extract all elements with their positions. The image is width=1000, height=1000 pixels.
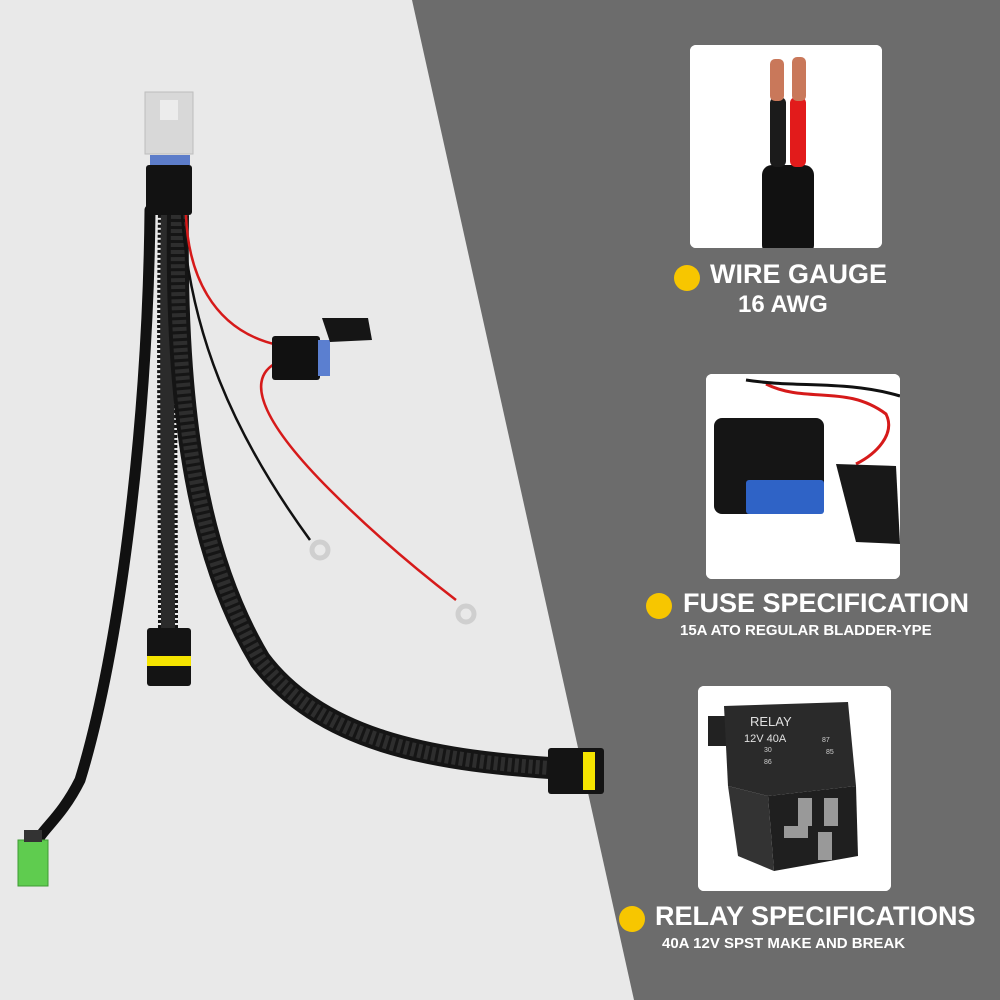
relay-label-line2: 12V 40A	[744, 733, 787, 745]
blue-fuse	[318, 340, 330, 376]
relay-top	[724, 702, 856, 796]
spec-subtitle: 15A ATO REGULAR BLADDER-YPE	[680, 622, 932, 639]
ground-wire	[180, 214, 312, 541]
yellow-bullet-icon	[646, 593, 672, 619]
fuse-red-wire	[765, 382, 891, 466]
heat-shrink-boot	[146, 165, 192, 215]
fuse-holder	[272, 336, 320, 380]
yellow-seal-left	[147, 656, 191, 666]
green-connector-wires	[24, 830, 42, 842]
wire-photo	[690, 45, 882, 248]
relay-pin	[818, 832, 832, 860]
relay-photo-card: RELAY 12V 40A 30 87 86 85	[698, 686, 891, 891]
spec-title: FUSE SPECIFICATION	[683, 588, 970, 618]
spec-title: RELAY SPECIFICATIONS	[655, 901, 976, 931]
connector-latch	[160, 100, 178, 120]
copper-strand-left	[770, 59, 784, 101]
fuse-holder-cap-open	[836, 464, 900, 544]
wire-photo-card	[690, 45, 882, 248]
green-connector	[17, 839, 49, 887]
yellow-bullet-icon	[674, 265, 700, 291]
relay-pin-label: 87	[822, 737, 830, 744]
relay-pin	[824, 798, 838, 826]
connector-wire-bundle	[150, 155, 190, 165]
corrugated-sleeve-right-ribs	[170, 214, 551, 775]
relay-pin-label: 30	[764, 747, 772, 754]
ring-terminal-ground	[309, 539, 331, 561]
red-conductor	[790, 97, 806, 167]
right-yellow-connector	[548, 748, 604, 794]
wiring-harness	[17, 91, 604, 887]
relay-photo: RELAY 12V 40A 30 87 86 85	[698, 686, 891, 891]
wire-jacket	[762, 165, 814, 248]
harness-wire-main	[30, 204, 156, 851]
fuse-holder-photo	[706, 374, 900, 579]
relay-pin	[798, 798, 812, 826]
relay-pin	[784, 826, 808, 838]
yellow-bullet-icon	[619, 906, 645, 932]
black-conductor	[770, 97, 786, 167]
fuse-holder-cap	[322, 318, 372, 342]
relay-pin-label: 86	[764, 759, 772, 766]
relay-front	[728, 786, 774, 871]
ring-terminal-power	[455, 603, 477, 625]
fuse-black-wire	[745, 378, 900, 398]
blue-blade-fuse	[746, 480, 824, 514]
relay-label-line1: RELAY	[750, 714, 792, 729]
red-wire-to-fuse	[184, 214, 279, 347]
spec-subtitle: 40A 12V SPST MAKE AND BREAK	[662, 935, 906, 952]
spec-title: WIRE GAUGE	[710, 259, 888, 289]
copper-strand-right	[792, 57, 806, 101]
relay-pin-label: 85	[826, 749, 834, 756]
relay-side	[768, 786, 858, 871]
red-wire-to-ring	[259, 360, 457, 601]
fuse-photo-card	[706, 374, 900, 579]
relay-mount-tab	[708, 716, 728, 746]
yellow-seal-right	[583, 752, 595, 790]
spec-subtitle: 16 AWG	[738, 291, 828, 318]
